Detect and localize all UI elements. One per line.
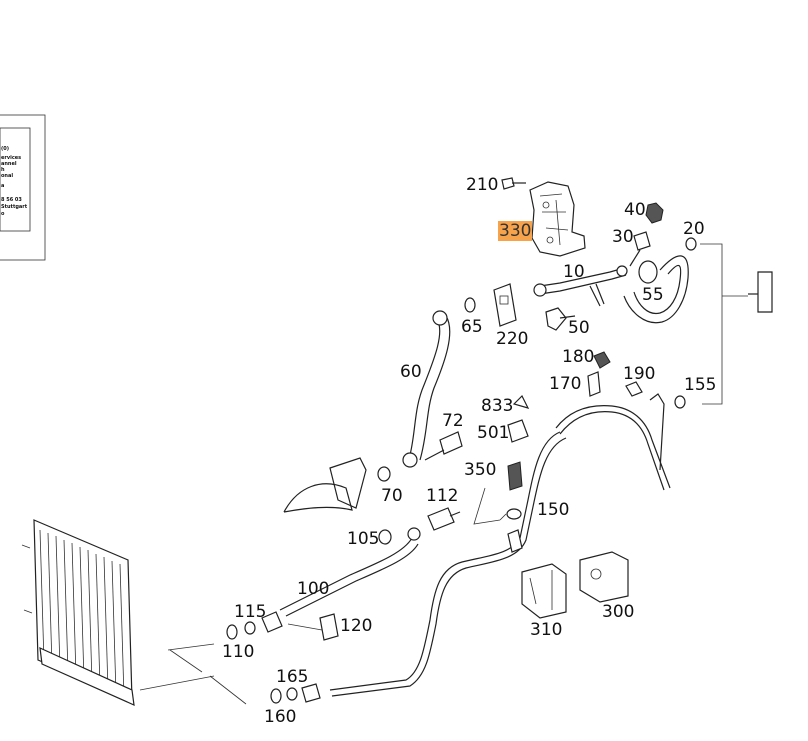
callout-20[interactable]: 20 (683, 219, 705, 239)
info-label-line: ervices (1, 155, 21, 161)
callout-155[interactable]: 155 (684, 375, 717, 395)
sensor-module-part (493, 283, 517, 327)
callout-72[interactable]: 72 (442, 411, 464, 431)
valve-part (629, 231, 651, 267)
callout-10[interactable]: 10 (563, 262, 585, 282)
callout-330-highlighted[interactable]: 330 (498, 221, 533, 241)
bolt-part (545, 307, 576, 331)
info-label-sticker: (0) ervices annel h onal a 8 56 03 Stutt… (0, 114, 46, 261)
callout-150[interactable]: 150 (537, 500, 570, 520)
o-ring-part (685, 237, 697, 251)
clamp-bracket-part (579, 551, 629, 603)
info-label-line: a (1, 183, 4, 189)
callout-190[interactable]: 190 (623, 364, 656, 384)
fitting-part (427, 507, 461, 531)
info-label-line: annel (1, 161, 17, 167)
info-label-line: 8 56 03 (1, 197, 22, 203)
clamp-bracket-part (521, 563, 567, 619)
seal-part (464, 297, 476, 313)
service-valve-part (748, 271, 773, 313)
bolt-part (501, 177, 526, 190)
fitting-part (424, 431, 463, 461)
liquid-line-part (279, 527, 421, 617)
callout-50[interactable]: 50 (568, 318, 590, 338)
callout-120[interactable]: 120 (340, 616, 373, 636)
pressure-switch-part (473, 394, 530, 525)
suction-line-part (533, 255, 689, 324)
callout-501[interactable]: 501 (477, 423, 510, 443)
callout-350[interactable]: 350 (464, 460, 497, 480)
fitting-part (226, 611, 339, 641)
high-pressure-line-part (555, 351, 686, 491)
callout-112[interactable]: 112 (426, 486, 459, 506)
callout-55[interactable]: 55 (642, 285, 664, 305)
hose-part (402, 310, 451, 468)
callout-300[interactable]: 300 (602, 602, 635, 622)
callout-180[interactable]: 180 (562, 347, 595, 367)
callout-70[interactable]: 70 (381, 486, 403, 506)
cap-nut-part (645, 202, 664, 224)
callout-165[interactable]: 165 (276, 667, 309, 687)
callout-110[interactable]: 110 (222, 642, 255, 662)
refrigerant-line-part (329, 431, 567, 697)
callout-210[interactable]: 210 (466, 175, 499, 195)
callout-105[interactable]: 105 (347, 529, 380, 549)
callout-170[interactable]: 170 (549, 374, 582, 394)
info-label-line: Stuttgart (1, 204, 28, 210)
callout-100[interactable]: 100 (297, 579, 330, 599)
callout-160[interactable]: 160 (264, 707, 297, 727)
info-label-line: h (1, 167, 5, 173)
seal-part (270, 683, 321, 704)
condenser-part (21, 519, 135, 706)
callout-833[interactable]: 833 (481, 396, 514, 416)
compressor-housing-part (529, 181, 586, 257)
callout-60[interactable]: 60 (400, 362, 422, 382)
leader-lines (139, 243, 748, 705)
callout-30[interactable]: 30 (612, 227, 634, 247)
callout-115[interactable]: 115 (234, 602, 267, 622)
info-label-line: (0) (1, 146, 9, 152)
info-label-line: onal (1, 173, 13, 179)
callout-40[interactable]: 40 (624, 200, 646, 220)
callout-65[interactable]: 65 (461, 317, 483, 337)
mounting-bracket-part (283, 457, 391, 513)
info-label-line: o (1, 211, 5, 217)
callout-220[interactable]: 220 (496, 329, 529, 349)
callout-310[interactable]: 310 (530, 620, 563, 640)
